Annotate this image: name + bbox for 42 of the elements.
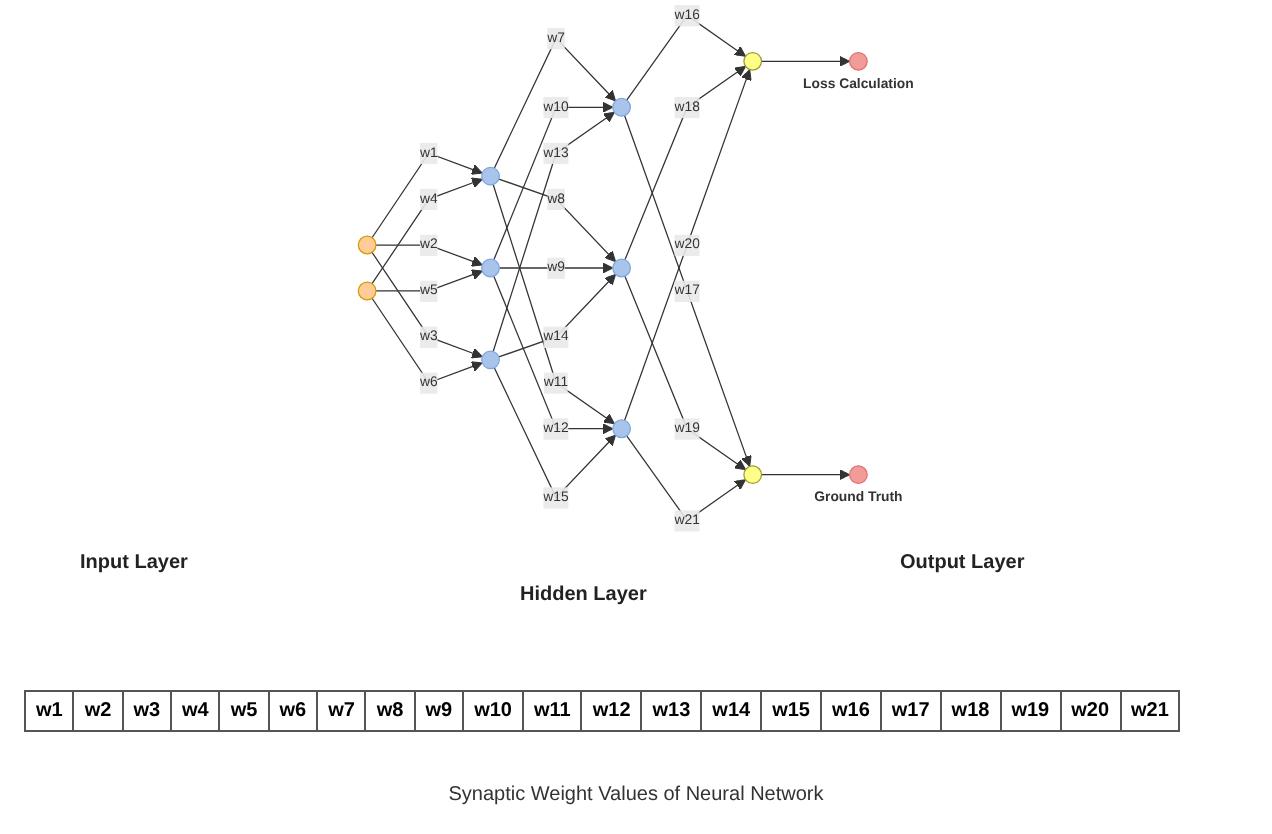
arrow xyxy=(623,114,752,467)
table-cell: w9 xyxy=(414,691,464,731)
arrow xyxy=(371,177,483,285)
arrow xyxy=(371,251,483,359)
layer-label: Input Layer xyxy=(80,552,188,574)
table-cell: w7 xyxy=(317,691,366,731)
arrow xyxy=(371,297,483,384)
arrow xyxy=(760,55,851,67)
table-cell: w16 xyxy=(820,691,881,731)
arrow xyxy=(624,275,746,471)
arrow xyxy=(760,469,851,481)
arrow xyxy=(493,101,614,261)
table-cell: w15 xyxy=(761,691,821,731)
table-cell: w11 xyxy=(523,691,582,731)
arrow xyxy=(492,111,615,353)
table-cell: w3 xyxy=(122,691,172,731)
table-cell: w4 xyxy=(171,691,220,731)
layer-label: Output Layer xyxy=(900,552,1025,574)
table-cell: w21 xyxy=(1120,691,1180,731)
caption: Synaptic Weight Values of Neural Network xyxy=(448,784,824,806)
arrow xyxy=(498,262,614,274)
arrow xyxy=(624,65,746,261)
arrow xyxy=(498,178,617,263)
arrow xyxy=(371,152,483,239)
table-cell: w13 xyxy=(641,691,702,731)
table-cell: w5 xyxy=(219,691,269,731)
table-cell: w18 xyxy=(940,691,1001,731)
table-cell: w8 xyxy=(365,691,415,731)
arrow xyxy=(623,69,752,422)
table-cell: w6 xyxy=(268,691,318,731)
table-cell: w17 xyxy=(880,691,941,731)
table-cell: w10 xyxy=(463,691,523,731)
arrow xyxy=(492,183,615,425)
layer-label: Hidden Layer xyxy=(520,584,647,606)
table-cell: w20 xyxy=(1060,691,1121,731)
table-cell: w1 xyxy=(25,691,74,731)
table-cell: w19 xyxy=(1000,691,1061,731)
arrow xyxy=(493,275,614,435)
table-cell: w2 xyxy=(73,691,123,731)
table-cell: w14 xyxy=(701,691,762,731)
table-cell: w12 xyxy=(581,691,642,731)
arrow xyxy=(498,273,617,358)
